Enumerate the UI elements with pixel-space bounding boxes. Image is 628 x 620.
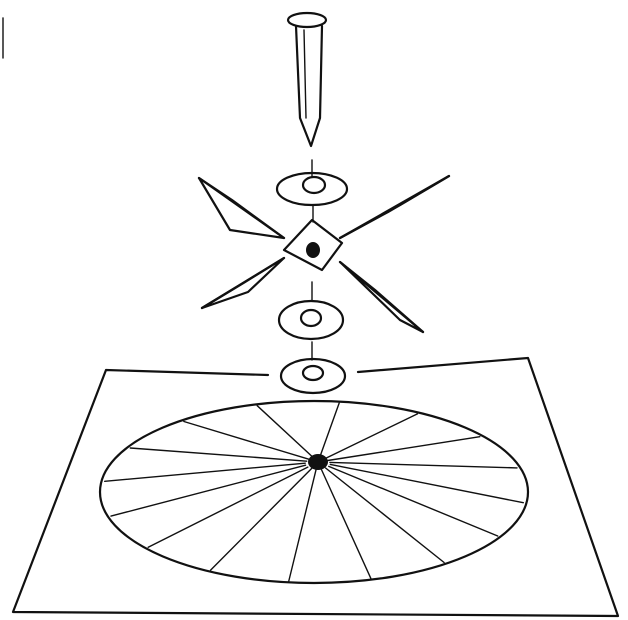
- dial-spoke: [328, 437, 480, 461]
- nail-shaft-line: [304, 30, 306, 118]
- nail: [288, 13, 326, 146]
- bottom-washer-outer: [281, 359, 345, 393]
- middle-washer-outer: [279, 301, 343, 339]
- dial-spoke: [330, 462, 517, 468]
- cross-blades: [199, 176, 449, 332]
- dial-spoke: [330, 464, 523, 502]
- dial-spokes: [105, 403, 524, 581]
- middle-washer-inner: [301, 310, 321, 326]
- dial-spoke: [319, 403, 339, 459]
- dial-spoke: [105, 463, 306, 481]
- dial-spoke: [324, 414, 417, 459]
- nail-head: [288, 13, 326, 27]
- dial-spoke: [111, 465, 306, 516]
- dial-spoke: [329, 466, 498, 536]
- dial-spoke: [211, 469, 312, 571]
- hub-hole: [306, 242, 320, 258]
- nail-shaft: [296, 26, 322, 146]
- dial-rim: [100, 401, 528, 583]
- dial-spoke: [326, 468, 445, 563]
- dial-spoke: [148, 467, 308, 547]
- top-washer: [277, 173, 347, 205]
- middle-washer: [279, 301, 343, 339]
- circle-dial: [100, 401, 528, 583]
- top-washer-inner: [303, 177, 325, 193]
- bottom-washer: [281, 359, 345, 393]
- blade-edges: [199, 176, 449, 332]
- dial-spoke: [289, 469, 316, 581]
- dial-center: [308, 454, 328, 470]
- dial-spoke: [321, 469, 371, 578]
- dial-spoke: [257, 406, 314, 459]
- bottom-washer-inner: [303, 366, 323, 380]
